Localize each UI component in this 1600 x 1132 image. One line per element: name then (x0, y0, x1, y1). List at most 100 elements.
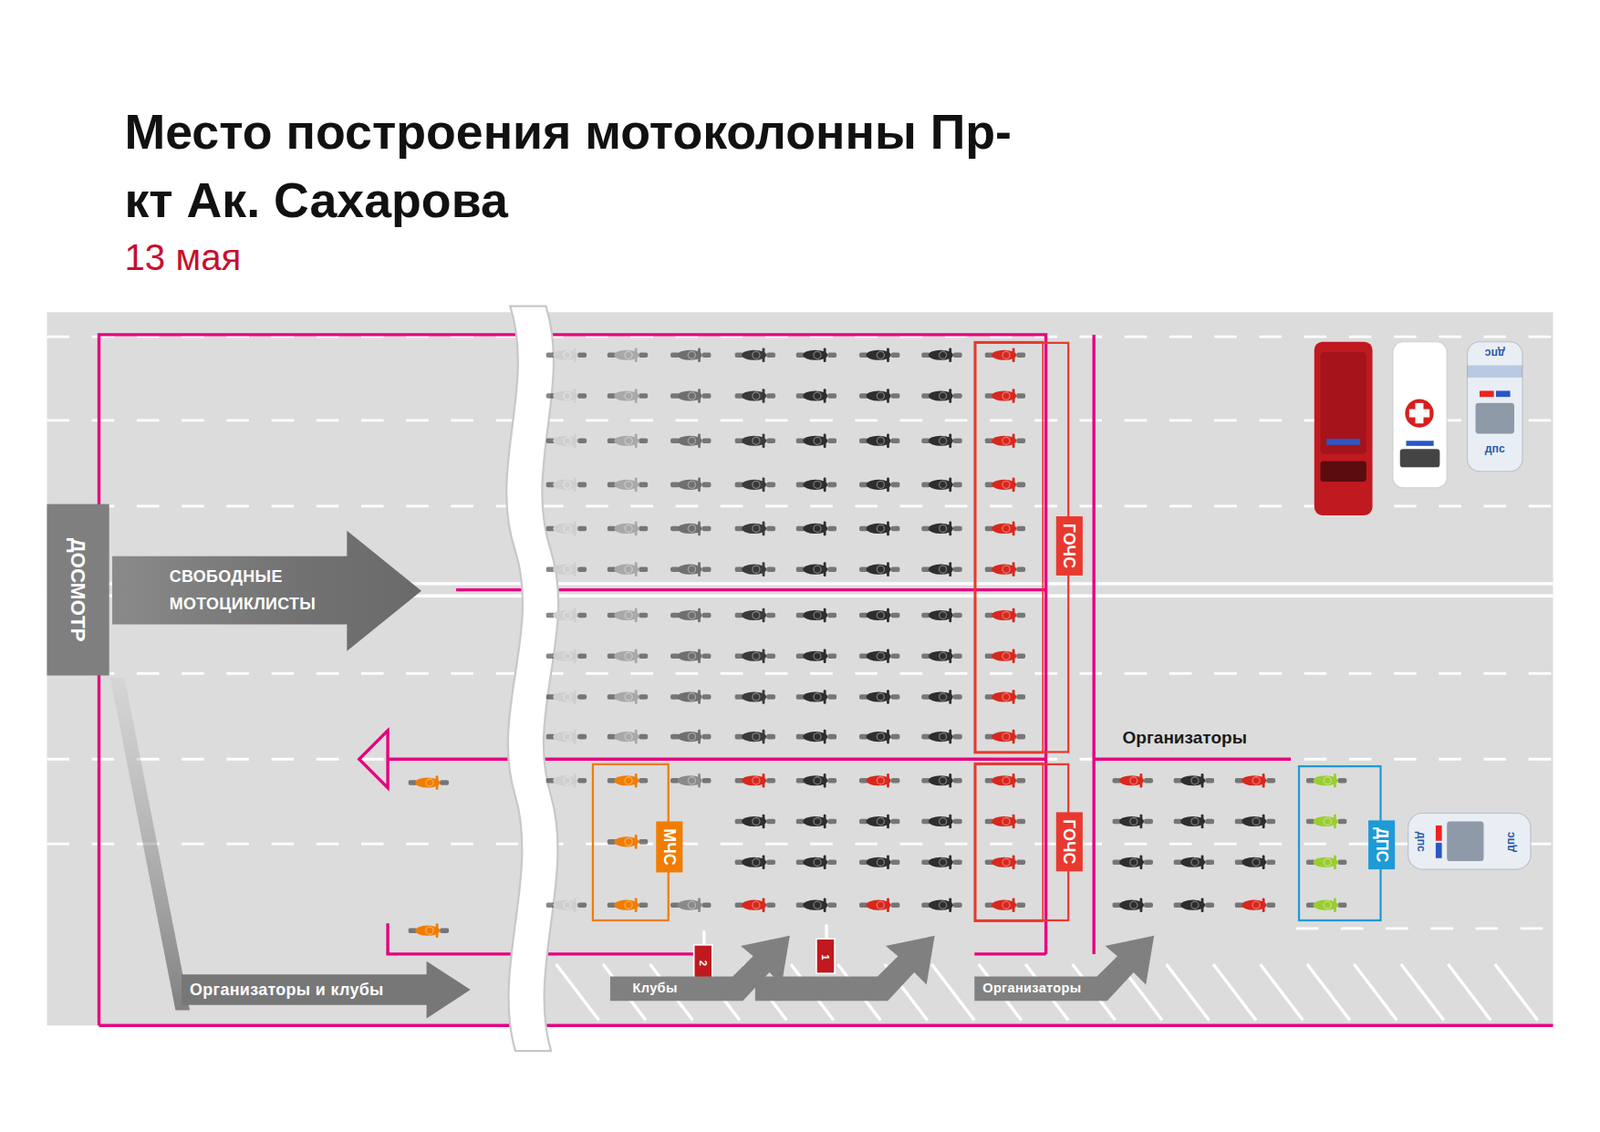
motorcycle (921, 521, 963, 537)
arrow-body (181, 961, 471, 1019)
motorcycle (859, 388, 901, 404)
map-label: дпс (1414, 831, 1428, 852)
arrow-body (974, 935, 1154, 1002)
motorcycle (796, 773, 838, 789)
stripe (931, 964, 975, 1021)
map-label: дпс (1503, 831, 1517, 852)
motorcycle (859, 814, 901, 830)
motorcycle (796, 897, 838, 913)
flow-arrow: Клубы (610, 934, 792, 1004)
motorcycle (607, 388, 649, 404)
motorcycle (545, 773, 587, 789)
motorcycle (796, 608, 838, 624)
motorcycle (670, 648, 712, 664)
motorcycle (734, 608, 776, 624)
motorcycle (859, 729, 901, 745)
motorcycle (734, 347, 776, 363)
motorcycle (984, 608, 1026, 624)
arrow-body (610, 935, 790, 1002)
arrow-shape (112, 530, 424, 652)
motorcycle (607, 729, 649, 745)
motorcycle (734, 477, 776, 493)
motorcycle (921, 854, 963, 870)
zone-tag: МЧС (655, 820, 683, 873)
motorcycle (796, 433, 838, 448)
flow-arrow: СВОБОДНЫЕ МОТОЦИКЛИСТЫ (112, 530, 424, 652)
motorcycle (859, 521, 901, 537)
motorcycle (1235, 814, 1277, 830)
motorcycle (921, 477, 963, 493)
motorcycle (1306, 854, 1348, 870)
zone-boundaries (99, 334, 1554, 1026)
motorcycle (734, 854, 776, 870)
map-break (506, 306, 559, 1052)
motorcycle (734, 521, 776, 537)
inspection-band: ДОСМОТР (46, 504, 109, 676)
motorcycle (921, 729, 963, 745)
motorcycle (984, 689, 1026, 705)
label-text: ГОЧС (1059, 819, 1079, 864)
motorcycle (796, 521, 838, 537)
motorcycle (921, 814, 963, 830)
motorcycle (607, 477, 649, 493)
motorcycle (734, 433, 776, 448)
motorcycle (796, 814, 838, 830)
motorcycle (670, 773, 712, 789)
motorcycle (1235, 897, 1277, 913)
motorcycle (545, 433, 587, 448)
zone-tag: ГОЧС (1056, 811, 1083, 872)
motorcycle (670, 729, 712, 745)
motorcycle (670, 521, 712, 537)
vertical-label: ДПС (1368, 820, 1395, 870)
motorcycle (545, 521, 587, 537)
motorcycle (859, 897, 901, 913)
motorcycle (984, 897, 1026, 913)
motorcycle (1111, 773, 1154, 789)
motorcycle (1306, 814, 1348, 830)
vertical-label: МЧС (655, 820, 683, 873)
motorcycle (607, 897, 649, 913)
motorcycle (984, 561, 1026, 577)
motorcycle (1111, 897, 1154, 913)
motorcycle (545, 477, 587, 493)
motorcycle (859, 773, 901, 789)
motorcycle (670, 561, 712, 577)
motorcycle (545, 648, 587, 664)
map-label: дпс (1485, 346, 1506, 360)
zone-box: ГОЧС (974, 342, 1070, 754)
motorcycle (545, 689, 587, 705)
motorcycle (796, 388, 838, 404)
motorcycle (670, 897, 712, 913)
motorcycle (796, 347, 838, 363)
motorcycle (734, 814, 776, 830)
arrow-label: Организаторы (982, 980, 1081, 998)
motorcycle (921, 689, 963, 705)
motorcycle (734, 729, 776, 745)
motorcycle (984, 814, 1026, 830)
zone-tag: ДПС (1368, 820, 1395, 870)
motorcycle (859, 689, 901, 705)
motorcycles (407, 347, 1347, 938)
map-label: дпс (1485, 442, 1506, 456)
motorcycle (796, 477, 838, 493)
motorcycle (545, 388, 587, 404)
motorcycle (859, 608, 901, 624)
motorcycle (1306, 773, 1348, 789)
motorcycle (670, 347, 712, 363)
motorcycle (921, 897, 963, 913)
motorcycle (921, 347, 963, 363)
motorcycle (796, 854, 838, 870)
motorcycle (984, 433, 1026, 448)
motorcycle (1173, 814, 1215, 830)
label-text: ДОСМОТР (66, 538, 90, 643)
stripe (1353, 964, 1397, 1021)
label-text: ГОЧС (1059, 523, 1079, 569)
stripe (1259, 964, 1303, 1021)
motorcycle (545, 347, 587, 363)
motorcycle (796, 648, 838, 664)
motorcycle (921, 773, 963, 789)
title: Место построения мотоколонны Пр-кт Ак. С… (124, 97, 1022, 235)
motorcycle (607, 648, 649, 664)
stripe (1307, 964, 1351, 1021)
